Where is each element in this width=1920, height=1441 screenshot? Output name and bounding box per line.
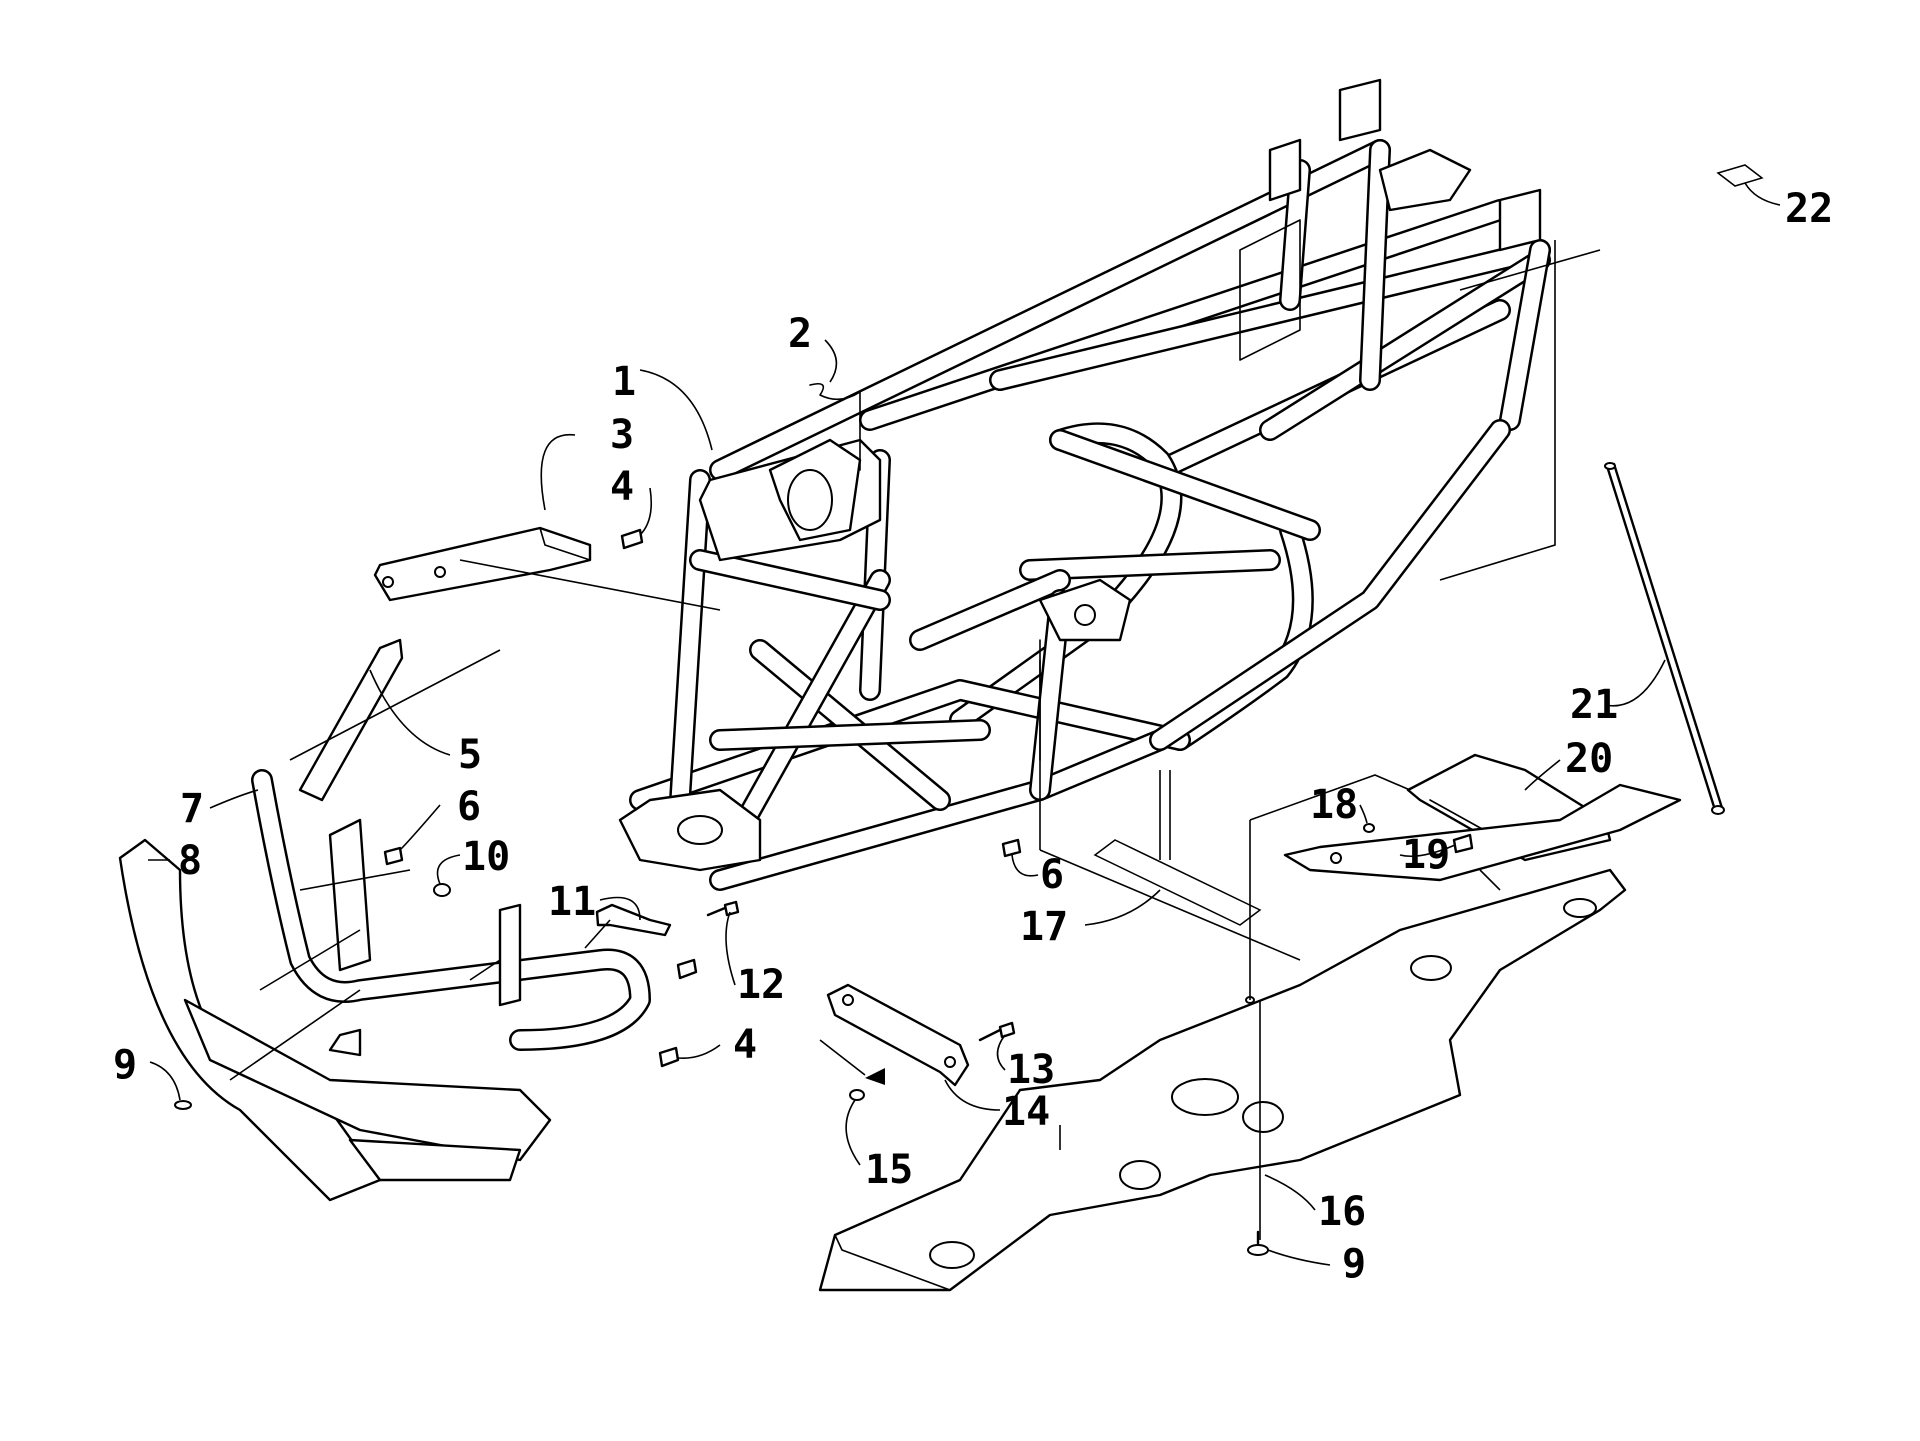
nut-left: [433, 883, 451, 897]
fastener-right: [1247, 1230, 1269, 1256]
bolt-upper: [620, 528, 644, 550]
callout-22: 22: [1785, 186, 1833, 232]
skid-plate: [818, 868, 1627, 1292]
callout-9: 9: [113, 1042, 137, 1088]
small-bracket: [595, 903, 672, 937]
callout-labels: 1 2 3 4 5 6 7 8 9 10 11 12 4 6 13 14 15 …: [113, 186, 1833, 1287]
callout-1: 1: [612, 359, 636, 405]
callout-11: 11: [548, 879, 596, 925]
callout-21: 21: [1570, 682, 1618, 728]
callout-5: 5: [458, 732, 482, 778]
rear-bracket: [1283, 753, 1682, 882]
support-rod: [1604, 462, 1725, 815]
callout-14: 14: [1002, 1089, 1050, 1135]
bolt-lower-b: [658, 1046, 680, 1068]
callout-4: 4: [610, 464, 634, 510]
label-decal: [1716, 164, 1764, 187]
callout-10: 10: [462, 834, 510, 880]
callout-18: 18: [1310, 782, 1358, 828]
callout-6: 6: [457, 784, 481, 830]
callout-13: 13: [1007, 1047, 1055, 1093]
leader-lines: [148, 182, 1781, 1266]
front-bumper-fascia: [118, 838, 552, 1202]
callout-8: 8: [178, 838, 202, 884]
callout-7: 7: [180, 786, 204, 832]
bolt-mid: [706, 900, 740, 917]
callout-4b: 4: [733, 1022, 757, 1068]
callout-9b: 9: [1342, 1241, 1366, 1287]
bolt-lower-a: [676, 958, 698, 980]
callout-2: 2: [788, 311, 812, 357]
decal-strip: [1093, 839, 1262, 926]
main-frame: [618, 78, 1551, 891]
bolt-6-right: [1001, 838, 1022, 858]
callout-12: 12: [737, 962, 785, 1008]
callout-17: 17: [1020, 904, 1068, 950]
stiffener-plate: [826, 983, 1016, 1101]
callout-20: 20: [1565, 736, 1613, 782]
callout-6b: 6: [1040, 852, 1064, 898]
fastener-left: [174, 1100, 192, 1110]
clip-wire: [809, 382, 861, 471]
bolt-6-left: [383, 846, 404, 866]
callout-3: 3: [610, 412, 634, 458]
callout-19: 19: [1402, 832, 1450, 878]
callout-15: 15: [865, 1147, 913, 1193]
callout-16: 16: [1318, 1189, 1366, 1235]
front-strut: [298, 638, 404, 802]
